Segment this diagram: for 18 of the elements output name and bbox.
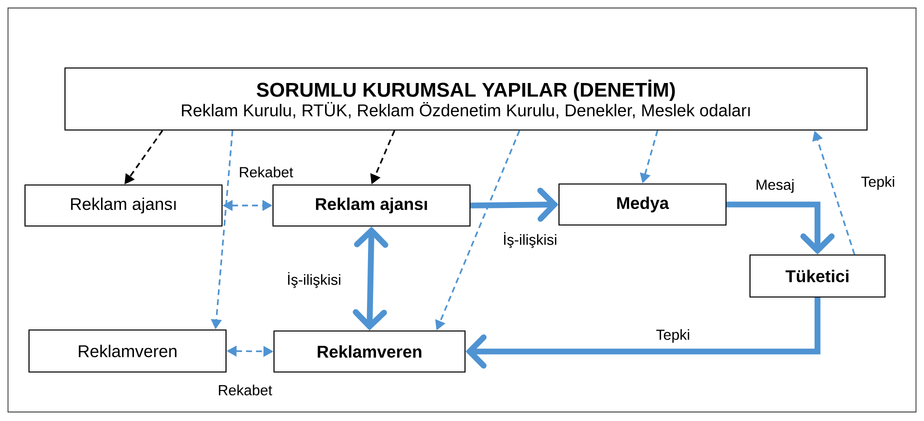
arrow [726, 202, 835, 254]
arrow [470, 188, 558, 222]
process-box: Reklamveren [273, 330, 466, 373]
edge-label: İş-ilişkisi [286, 270, 342, 290]
edge-label: Tepki [654, 328, 692, 344]
process-box: SORUMLU KURUMSAL YAPILAR (DENETİM) Reklam Kurulu, RTÜK, Reklam Özdenetim Kurulu, Denekler, Meslek odaları [64, 67, 868, 131]
edge-label: Rekabet [238, 165, 294, 179]
process-box: Reklamveren [28, 329, 227, 373]
edge-label: Tepki [860, 175, 896, 191]
edge-label: İş-ilişkisi [502, 230, 558, 250]
process-box: Medya [558, 183, 727, 226]
arrow [352, 226, 388, 330]
edge-label: Mesaj [754, 178, 796, 194]
process-box: Tüketici [749, 254, 886, 298]
process-box: Reklam ajansı [24, 184, 223, 227]
edge-label: Rekabet [216, 383, 274, 397]
process-box: Reklam ajansı [272, 184, 471, 227]
arrow [466, 298, 820, 369]
